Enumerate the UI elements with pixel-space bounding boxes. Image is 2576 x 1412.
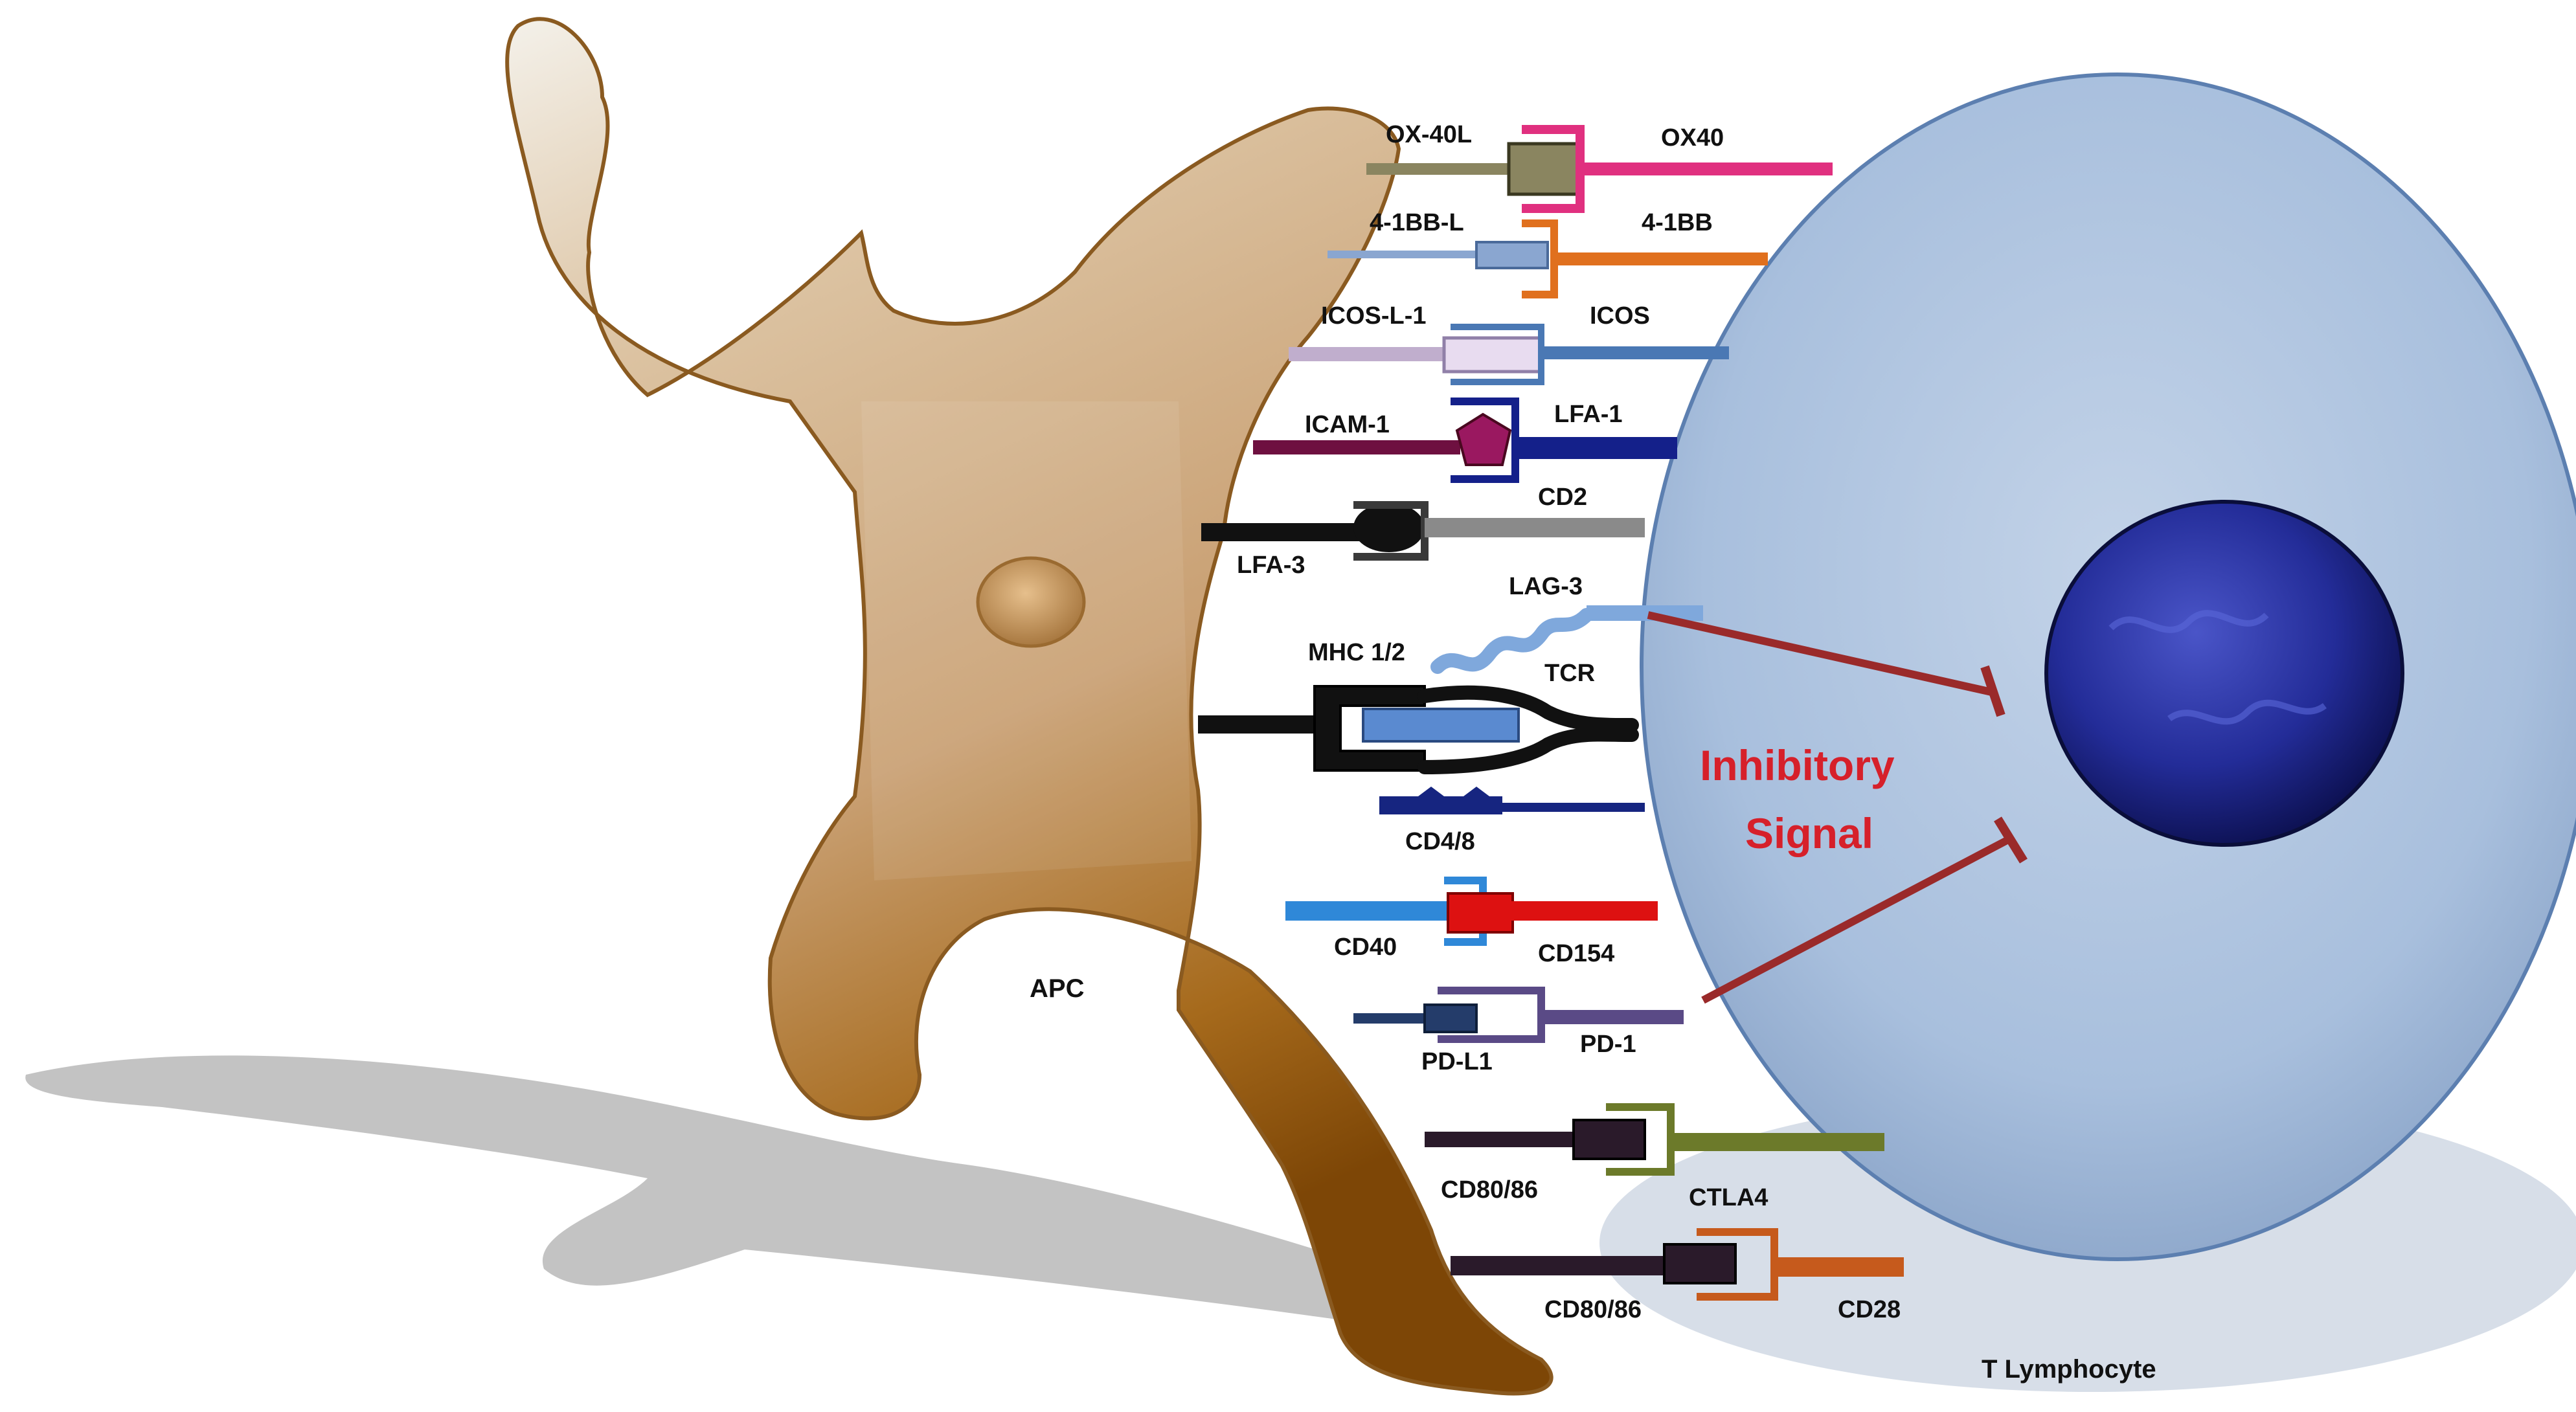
- lag3: [1430, 605, 1703, 674]
- label-pd1: PD-1: [1580, 1031, 1636, 1058]
- label-icosl: ICOS-L-1: [1321, 302, 1427, 330]
- pair-ctla4: [1425, 1103, 1884, 1176]
- cd2-stalk: [1425, 518, 1645, 537]
- label-cd8086-1: CD80/86: [1441, 1176, 1538, 1204]
- icos-stalk: [1541, 346, 1729, 359]
- label-ox40l: OX-40L: [1386, 121, 1472, 148]
- 41bb-stalk: [1554, 252, 1768, 265]
- label-signal: Signal: [1745, 809, 1873, 857]
- apc-nucleus: [976, 556, 1086, 648]
- apc-shadow: [25, 1055, 1470, 1328]
- label-cd154: CD154: [1538, 940, 1614, 967]
- label-cd8086-2: CD80/86: [1544, 1296, 1642, 1323]
- icosl-block: [1442, 336, 1543, 374]
- label-apc: APC: [1030, 974, 1084, 1003]
- label-lag3: LAG-3: [1509, 573, 1583, 600]
- inhibitory-arrows: [1647, 611, 2028, 1004]
- lfa3-stalk: [1201, 523, 1383, 541]
- label-mhc: MHC 1/2: [1308, 639, 1405, 666]
- labels: OX-40L OX40 4-1BB-L 4-1BB ICOS-L-1 ICOS …: [1030, 121, 2156, 1384]
- pair-tcr-mhc: [1198, 685, 1639, 774]
- ox40-stalk: [1580, 162, 1833, 175]
- label-cd28: CD28: [1838, 1296, 1901, 1323]
- label-lfa3: LFA-3: [1237, 552, 1305, 579]
- pair-cd40: [1285, 877, 1658, 946]
- pair-pd1: [1353, 987, 1684, 1043]
- t-cell-nucleus: [2044, 500, 2404, 847]
- pdl1-block: [1423, 1003, 1478, 1033]
- icam1-pentagon: [1455, 412, 1512, 466]
- label-cd48: CD4/8: [1405, 828, 1475, 855]
- label-lfa1: LFA-1: [1554, 401, 1623, 428]
- icam1-stalk: [1253, 440, 1460, 454]
- pair-lfa1: [1253, 398, 1677, 483]
- label-41bbl: 4-1BB-L: [1370, 209, 1464, 236]
- ctla4-stalk: [1671, 1133, 1884, 1151]
- ox40l-block: [1507, 142, 1582, 196]
- mhc-stalk: [1198, 715, 1315, 734]
- inhibit-bar-lag3: [1980, 665, 2005, 717]
- tcr-peptide-block: [1362, 708, 1520, 743]
- label-t-lymphocyte: T Lymphocyte: [1982, 1355, 2156, 1384]
- pair-icos: [1289, 324, 1729, 385]
- lfa1-stalk: [1515, 437, 1677, 459]
- apc-cell: [505, 17, 1554, 1396]
- label-cd40: CD40: [1334, 934, 1397, 961]
- cd8086-block-2: [1663, 1243, 1737, 1284]
- lfa3-bulb: [1353, 503, 1425, 552]
- label-ox40: OX40: [1661, 124, 1724, 151]
- 41bbl-stalk: [1328, 251, 1483, 258]
- label-inhibitory: Inhibitory: [1700, 741, 1895, 789]
- inhibit-bar-pd1: [1994, 816, 2028, 864]
- inhibit-arrow-pd1: [1701, 835, 2013, 1004]
- cd48-block: [1379, 787, 1502, 814]
- cd154-stalk: [1509, 901, 1658, 921]
- pair-ox40: [1366, 125, 1833, 213]
- cd48: [1379, 787, 1645, 814]
- pair-cd2: [1201, 501, 1645, 561]
- lag3-coil: [1430, 608, 1594, 674]
- label-icos: ICOS: [1590, 302, 1650, 330]
- icosl-stalk: [1289, 347, 1451, 361]
- t-cell-nucleus-texture: [2108, 610, 2327, 725]
- cd8086-block-1: [1572, 1119, 1646, 1160]
- cd8086-stalk-1: [1425, 1132, 1593, 1147]
- cd154-block: [1447, 892, 1514, 934]
- ox40l-stalk: [1366, 163, 1528, 175]
- label-ctla4: CTLA4: [1689, 1184, 1768, 1211]
- label-tcr: TCR: [1544, 660, 1595, 687]
- cd28-stalk: [1774, 1257, 1904, 1277]
- label-pdl1: PD-L1: [1421, 1048, 1493, 1075]
- pd1-stalk: [1541, 1010, 1684, 1024]
- pair-cd28: [1451, 1228, 1904, 1301]
- cd8086-stalk-2: [1451, 1256, 1677, 1275]
- label-cd2: CD2: [1538, 484, 1587, 511]
- cd48-stalk: [1502, 803, 1645, 812]
- cd40-stalk: [1285, 901, 1454, 921]
- inhibit-arrow-lag3: [1647, 611, 1996, 697]
- label-41bb: 4-1BB: [1642, 209, 1713, 236]
- label-icam1: ICAM-1: [1305, 411, 1390, 438]
- apc-body: [505, 17, 1554, 1396]
- pair-41bb: [1328, 219, 1768, 298]
- tcr-arms: [1418, 685, 1639, 774]
- 41bbl-block: [1475, 241, 1549, 269]
- lag3-stalk: [1587, 605, 1703, 621]
- t-lymphocyte: [1640, 73, 2576, 1261]
